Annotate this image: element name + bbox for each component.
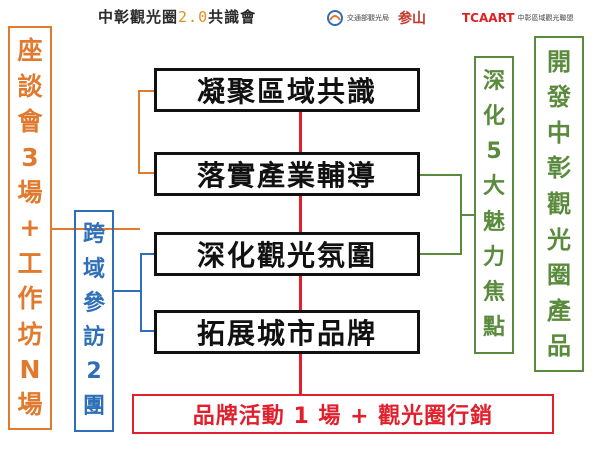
box-char: 點 [482, 314, 505, 340]
logo-mark: 参山 [398, 11, 426, 27]
calligraphy-logo: 参山 [398, 6, 426, 30]
box-char: 魅 [482, 209, 505, 235]
orange-bracket-v [138, 90, 140, 173]
box-char: 發 [547, 83, 571, 112]
box-char: 品 [547, 332, 571, 361]
green-connector-h [460, 214, 474, 216]
orange-connector-h [52, 228, 140, 230]
box-char: 深 [482, 69, 505, 95]
box-char: 力 [482, 244, 505, 270]
box-char: 焦 [482, 279, 505, 305]
box-char: 參 [82, 290, 105, 316]
tcaart-logo: TCAART 中彰區域觀光聯盟 [462, 6, 573, 30]
title-version: 2.0 [178, 8, 209, 26]
step-tourism-atmosphere: 深化觀光氛圍 [154, 232, 420, 276]
box-char: 3 [21, 142, 39, 172]
box-char: 作 [17, 284, 43, 314]
green-bracket-top [420, 174, 462, 176]
box-char: 團 [82, 393, 105, 419]
five-attractions-box: 深 化 5 大 魅 力 焦 點 [474, 56, 514, 354]
box-char: 圈 [547, 261, 571, 290]
box-char: 彰 [547, 154, 571, 183]
box-char: 域 [82, 256, 105, 282]
box-char: + [19, 213, 41, 243]
blue-connector-h [114, 290, 142, 292]
step-industry-guidance: 落實產業輔導 [154, 152, 420, 196]
cross-region-visit-box: 跨 域 參 訪 2 團 [74, 210, 114, 432]
logo-text: 中彰區域觀光聯盟 [517, 14, 574, 22]
brand-event-box: 品牌活動 1 場 + 觀光圈行銷 [132, 394, 554, 434]
step-city-brand: 拓展城市品牌 [154, 310, 420, 354]
box-char: 開 [547, 47, 571, 76]
box-char: 光 [547, 225, 571, 254]
box-char: 坊 [17, 319, 43, 349]
box-char: 中 [547, 118, 571, 147]
box-char: 化 [482, 104, 505, 130]
box-char: N [19, 355, 41, 385]
box-char: 跨 [82, 222, 105, 248]
box-char: 大 [482, 174, 505, 200]
box-char: 場 [17, 178, 43, 208]
box-char: 觀 [547, 189, 571, 218]
blue-bracket-bottom [140, 330, 154, 332]
box-char: 座 [17, 36, 43, 66]
box-char: 5 [486, 139, 502, 165]
box-char: 2 [86, 359, 102, 385]
transport-bureau-logo: 交通部觀光局 [326, 6, 389, 30]
transport-bureau-icon [327, 10, 343, 26]
orange-bracket-top [138, 90, 154, 92]
forum-workshop-box: 座 談 會 3 場 + 工 作 坊 N 場 [8, 26, 52, 430]
box-char: 場 [17, 390, 43, 420]
green-bracket-bottom [420, 253, 462, 255]
product-development-box: 開 發 中 彰 觀 光 圈 產 品 [534, 36, 584, 372]
blue-bracket-top [140, 253, 154, 255]
box-char: 訪 [82, 325, 105, 351]
orange-bracket-bottom [138, 172, 154, 174]
title-main: 中彰觀光圈 [98, 8, 179, 26]
step-consensus: 凝聚區域共識 [154, 68, 420, 112]
page-title: 中彰觀光圈2.0共識會 [98, 6, 256, 27]
box-char: 會 [17, 107, 43, 137]
logo-mark: TCAART [462, 11, 515, 25]
box-char: 產 [547, 296, 571, 325]
box-char: 工 [17, 248, 43, 278]
title-suffix: 共識會 [208, 8, 257, 26]
box-char: 談 [17, 71, 43, 101]
blue-bracket-v [140, 253, 142, 332]
logo-text: 交通部觀光局 [347, 14, 389, 22]
